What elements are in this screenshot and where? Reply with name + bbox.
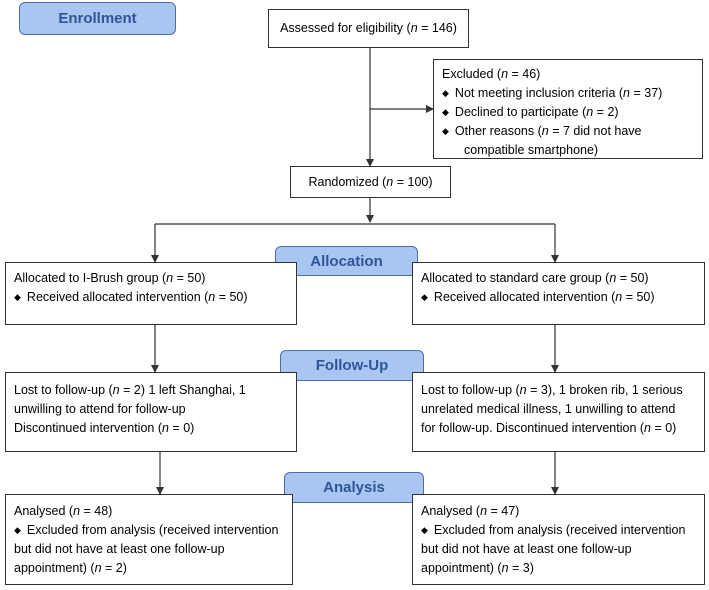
right-allocation-box: Allocated to standard care group (n = 50…	[412, 262, 705, 325]
left-followup-line: Lost to follow-up (n = 2) 1 left Shangha…	[14, 383, 246, 397]
excluded-title: Excluded (n = 46)	[442, 67, 541, 81]
randomized-box: Randomized (n = 100)	[290, 166, 451, 198]
left-allocation-box: Allocated to I-Brush group (n = 50) ◆Rec…	[5, 262, 297, 325]
left-analysis-box: Analysed (n = 48) ◆Excluded from analysi…	[5, 494, 293, 585]
right-analysis-item-continuation: but did not have at least one follow-up	[421, 542, 632, 556]
diamond-bullet-icon: ◆	[442, 126, 449, 136]
right-followup-line: unrelated medical illness, 1 unwilling t…	[421, 402, 676, 416]
right-followup-line: for follow-up. Discontinued intervention…	[421, 421, 677, 435]
right-analysis-title: Analysed (n = 47)	[421, 504, 520, 518]
left-allocation-item: ◆Received allocated intervention (n = 50…	[14, 290, 248, 304]
right-analysis-item-continuation: appointment) (n = 3)	[421, 561, 534, 575]
stage-label-enrollment: Enrollment	[19, 2, 176, 35]
diamond-bullet-icon: ◆	[14, 525, 21, 535]
left-followup-line: Discontinued intervention (n = 0)	[14, 421, 195, 435]
left-analysis-title: Analysed (n = 48)	[14, 504, 113, 518]
left-followup-box: Lost to follow-up (n = 2) 1 left Shangha…	[5, 372, 297, 452]
diamond-bullet-icon: ◆	[442, 88, 449, 98]
left-analysis-item-continuation: appointment) (n = 2)	[14, 561, 127, 575]
right-followup-line: Lost to follow-up (n = 3), 1 broken rib,…	[421, 383, 683, 397]
stage-label-followup: Follow-Up	[280, 350, 424, 381]
diamond-bullet-icon: ◆	[442, 107, 449, 117]
left-analysis-item-continuation: but did not have at least one follow-up	[14, 542, 225, 556]
diamond-bullet-icon: ◆	[421, 525, 428, 535]
left-analysis-item: ◆Excluded from analysis (received interv…	[14, 523, 279, 537]
diamond-bullet-icon: ◆	[14, 292, 21, 302]
excluded-item: ◆Other reasons (n = 7 did not have	[442, 124, 642, 138]
right-followup-box: Lost to follow-up (n = 3), 1 broken rib,…	[412, 372, 705, 452]
assessed-text: Assessed for eligibility (n = 146)	[280, 21, 457, 35]
excluded-item: ◆Declined to participate (n = 2)	[442, 105, 619, 119]
right-allocation-title: Allocated to standard care group (n = 50…	[421, 271, 649, 285]
stage-label-allocation: Allocation	[275, 246, 418, 276]
stage-label-analysis: Analysis	[284, 472, 424, 503]
excluded-item-continuation: compatible smartphone)	[464, 143, 599, 157]
right-analysis-item: ◆Excluded from analysis (received interv…	[421, 523, 686, 537]
left-allocation-title: Allocated to I-Brush group (n = 50)	[14, 271, 206, 285]
excluded-box: Excluded (n = 46) ◆Not meeting inclusion…	[433, 59, 703, 159]
right-analysis-box: Analysed (n = 47) ◆Excluded from analysi…	[412, 494, 705, 585]
randomized-text: Randomized (n = 100)	[308, 174, 433, 189]
right-allocation-item: ◆Received allocated intervention (n = 50…	[421, 290, 655, 304]
left-followup-line: unwilling to attend for follow-up	[14, 402, 186, 416]
assessed-box: Assessed for eligibility (n = 146)	[268, 9, 469, 48]
diamond-bullet-icon: ◆	[421, 292, 428, 302]
excluded-item: ◆Not meeting inclusion criteria (n = 37)	[442, 86, 663, 100]
